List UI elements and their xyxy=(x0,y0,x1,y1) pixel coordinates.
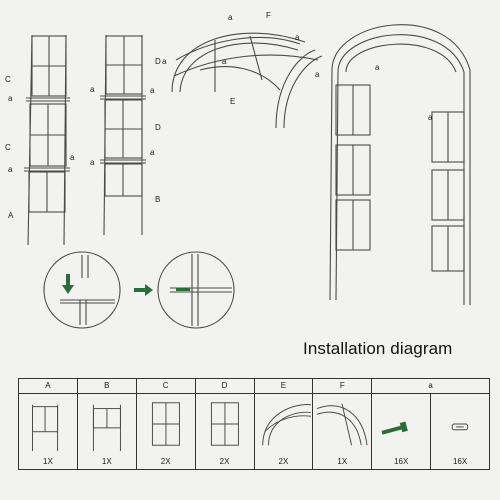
bolt-icon xyxy=(381,421,409,435)
svg-text:a: a xyxy=(8,165,13,174)
part-cell-a-clamp: 16X xyxy=(430,393,490,470)
quantity-label: 16X xyxy=(394,457,409,466)
quantity-label: 16X xyxy=(452,457,468,466)
svg-text:a: a xyxy=(150,148,155,157)
svg-text:a: a xyxy=(228,13,233,22)
svg-text:a: a xyxy=(375,63,380,72)
svg-text:D: D xyxy=(155,123,161,132)
right-arrow-icon xyxy=(134,284,153,296)
header-cell: a xyxy=(371,378,490,394)
svg-text:A: A xyxy=(8,211,14,220)
quantity-label: 2X xyxy=(160,457,171,466)
arch-top-assembly xyxy=(171,32,323,129)
detail-circle-before xyxy=(43,251,121,329)
svg-text:a: a xyxy=(70,153,75,162)
part-cell-E: 2X xyxy=(253,393,314,470)
svg-text:a: a xyxy=(162,57,167,66)
assembled-arch xyxy=(329,24,471,305)
quantity-label: 1X xyxy=(337,457,348,466)
part-cell-A: 1X xyxy=(18,393,78,470)
quantity-label: 2X xyxy=(219,457,230,466)
quantity-label: 2X xyxy=(278,457,289,466)
header-cell: D xyxy=(194,378,255,394)
svg-text:E: E xyxy=(230,97,235,106)
header-cell: E xyxy=(253,378,314,394)
svg-text:a: a xyxy=(90,85,95,94)
down-arrow-icon xyxy=(62,274,74,294)
svg-text:a: a xyxy=(8,94,13,103)
diagram-title: Installation diagram xyxy=(303,339,453,358)
part-E-icon xyxy=(261,404,311,446)
svg-text:a: a xyxy=(295,33,300,42)
svg-text:C: C xyxy=(5,143,11,152)
part-cell-B: 1X xyxy=(76,393,137,470)
header-cell: C xyxy=(135,378,196,394)
part-cell-F: 1X xyxy=(312,393,373,470)
svg-text:F: F xyxy=(266,11,271,20)
part-D-icon xyxy=(210,402,239,446)
part-cell-D: 2X xyxy=(194,393,255,470)
header-cell: B xyxy=(76,378,137,394)
svg-text:a: a xyxy=(315,70,320,79)
svg-text:a: a xyxy=(150,86,155,95)
part-B-icon xyxy=(92,404,121,452)
svg-text:a: a xyxy=(222,57,227,66)
header-cell: F xyxy=(312,378,373,394)
part-cell-C: 2X xyxy=(135,393,196,470)
part-cell-a-bolt: 16X xyxy=(371,393,432,470)
panel-column-1 xyxy=(24,34,70,246)
svg-text:D: D xyxy=(155,57,161,66)
parts-body-row: 1X 1X 2X 2X 2X 1X 16X 16X xyxy=(18,393,490,470)
panel-column-2 xyxy=(100,34,146,236)
clamp-icon xyxy=(451,423,469,431)
svg-text:C: C xyxy=(5,75,11,84)
header-cell: A xyxy=(18,378,78,394)
svg-text:a: a xyxy=(428,113,433,122)
svg-text:B: B xyxy=(155,195,160,204)
quantity-label: 1X xyxy=(101,457,112,466)
connector-pin-icon xyxy=(176,288,190,291)
part-C-icon xyxy=(151,402,180,446)
parts-header-row: A B C D E F a xyxy=(18,378,490,394)
detail-circle-after xyxy=(157,251,235,329)
svg-text:a: a xyxy=(90,158,95,167)
parts-table: A B C D E F a 1X 1X 2X 2X 2X 1X xyxy=(18,378,490,470)
callout-labels: C a C a A a a a D a a D B a a F a a E a … xyxy=(5,11,433,220)
quantity-label: 1X xyxy=(43,457,53,466)
part-F-icon xyxy=(317,403,368,446)
part-A-icon xyxy=(32,404,59,452)
